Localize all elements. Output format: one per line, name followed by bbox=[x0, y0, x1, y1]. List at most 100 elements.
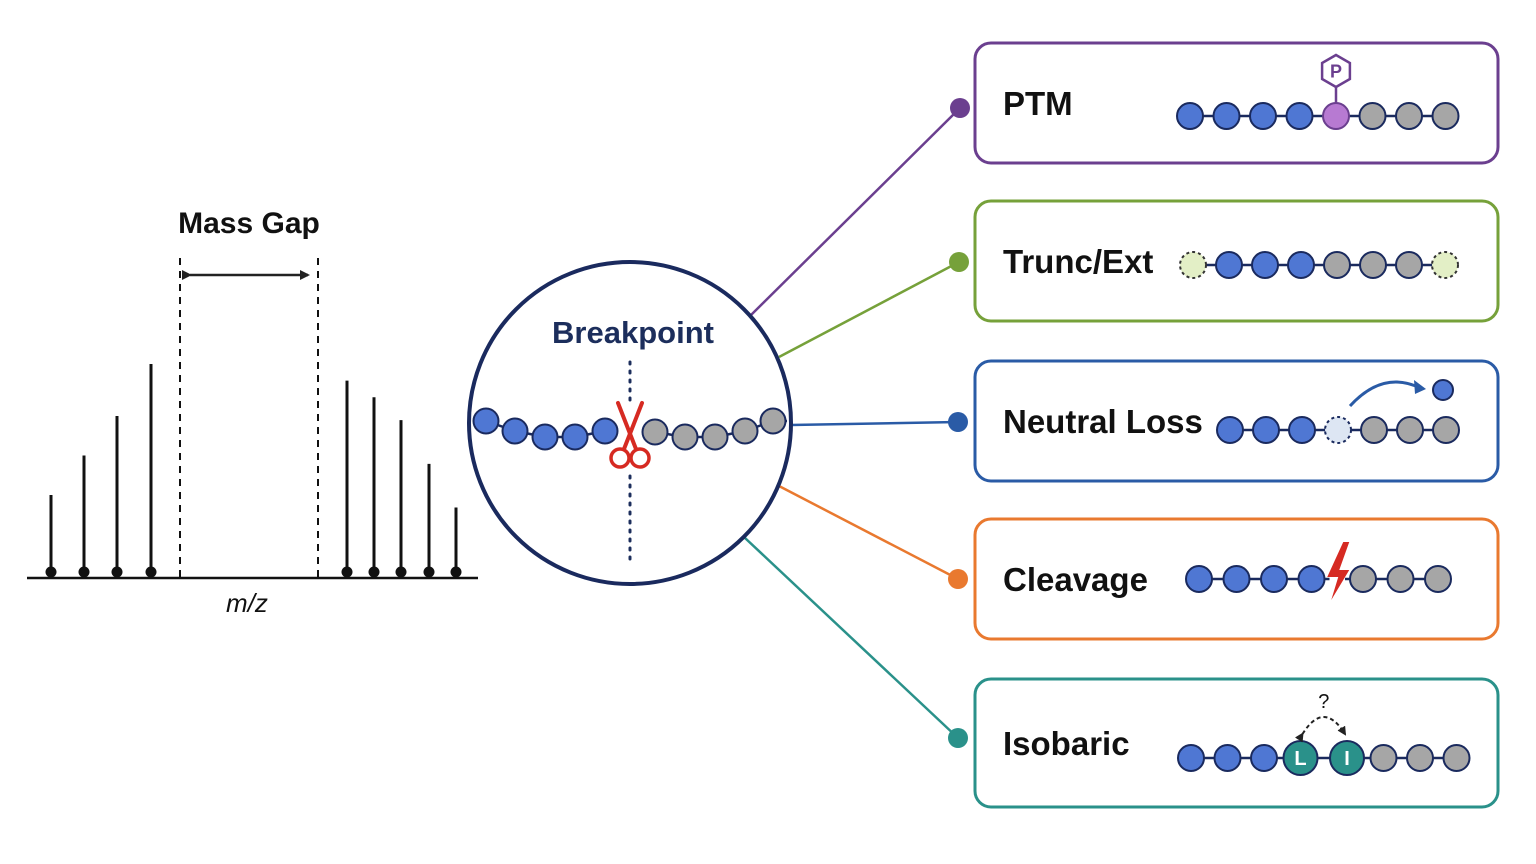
bead-ptm bbox=[1322, 102, 1350, 130]
spectrum-peak-left-1 bbox=[45, 495, 57, 578]
bead-blue bbox=[591, 417, 619, 445]
bead-grey bbox=[1431, 102, 1460, 130]
bead-grey bbox=[701, 423, 729, 451]
bead-label: L bbox=[1294, 748, 1306, 770]
spectrum-peak-left-3 bbox=[111, 416, 123, 578]
panel-label: Neutral Loss bbox=[1003, 403, 1203, 440]
panel-label: Trunc/Ext bbox=[1003, 243, 1153, 280]
connector-line bbox=[778, 260, 960, 359]
bead-grey bbox=[1432, 416, 1460, 444]
swap-question-label: ? bbox=[1318, 691, 1329, 713]
bead-grey bbox=[1358, 102, 1387, 130]
curved-arrow-icon bbox=[1348, 379, 1454, 408]
bead-grey bbox=[1424, 565, 1452, 593]
ejected-bead bbox=[1432, 379, 1454, 401]
peak-base-dot bbox=[45, 566, 57, 578]
bead-grey bbox=[1359, 251, 1387, 279]
bead-blue bbox=[1176, 102, 1204, 130]
spectrum-peak-right-5 bbox=[450, 507, 462, 578]
bead-grey bbox=[1406, 744, 1434, 772]
panel-peptide-chain bbox=[1185, 565, 1452, 593]
connector-cleavage bbox=[778, 484, 968, 589]
connector-line bbox=[790, 420, 959, 427]
bead-blue bbox=[1222, 565, 1251, 593]
peak-base-dot bbox=[111, 566, 123, 578]
connector-line bbox=[744, 537, 959, 739]
breakpoint-label: Breakpoint bbox=[552, 315, 714, 350]
bead-grey bbox=[1395, 102, 1423, 130]
bead-blue bbox=[1216, 416, 1244, 444]
bead-grey bbox=[671, 423, 699, 451]
panel-box bbox=[973, 677, 1500, 809]
bead-blue bbox=[1185, 565, 1213, 593]
bead-grey bbox=[1360, 416, 1388, 444]
bead-grey bbox=[1395, 251, 1423, 279]
bead-grey bbox=[1386, 565, 1415, 593]
connector-isobaric bbox=[744, 537, 968, 748]
hexagon-icon: P bbox=[1320, 53, 1352, 103]
panel-box bbox=[973, 41, 1500, 165]
bead-grey bbox=[1396, 416, 1424, 444]
bead-blue bbox=[1252, 416, 1280, 444]
mass-gap-label: Mass Gap bbox=[178, 207, 320, 240]
bead-blue bbox=[1250, 744, 1278, 772]
panel-trunc: Trunc/Ext bbox=[973, 199, 1500, 323]
bead-blue bbox=[472, 407, 500, 435]
connector-line bbox=[778, 484, 959, 581]
peak-base-dot bbox=[341, 566, 353, 578]
connector-neutral bbox=[790, 412, 968, 432]
bead-grey bbox=[759, 407, 787, 435]
bead-trunc bbox=[1179, 251, 1207, 279]
mass-spectrum: Mass Gap m/z bbox=[27, 207, 478, 618]
panel-peptide-chain bbox=[1216, 416, 1460, 444]
bead-trunc bbox=[1431, 251, 1459, 279]
connector-ptm bbox=[749, 98, 970, 317]
spectrum-peak-right-2 bbox=[368, 397, 380, 578]
spectrum-peaks bbox=[45, 364, 462, 578]
bead-blue bbox=[1212, 102, 1241, 130]
bead-blue bbox=[1251, 251, 1279, 279]
spectrum-peak-left-2 bbox=[78, 455, 90, 578]
ejection-arrowhead bbox=[1414, 380, 1426, 394]
bead-blue bbox=[1285, 102, 1314, 130]
ejection-arrow bbox=[1348, 380, 1421, 408]
peak-base-dot bbox=[78, 566, 90, 578]
bead-grey bbox=[1323, 251, 1351, 279]
peak-base-dot bbox=[145, 566, 157, 578]
bead-blue bbox=[1297, 565, 1326, 593]
scissors-icon bbox=[609, 401, 651, 469]
bead-blue bbox=[1249, 102, 1277, 130]
panel-cleavage: Cleavage bbox=[973, 517, 1500, 641]
panel-label: Isobaric bbox=[1003, 725, 1130, 762]
panel-peptide-chain bbox=[1179, 251, 1459, 279]
breakpoint-peptide-chain bbox=[472, 407, 787, 451]
bead-label: I bbox=[1344, 748, 1350, 770]
breakpoint-circle: Breakpoint bbox=[467, 260, 793, 586]
bead-blue bbox=[1215, 251, 1243, 279]
bead-blue bbox=[531, 423, 559, 451]
bead-blue bbox=[561, 423, 589, 451]
bolt-shape bbox=[1327, 542, 1350, 600]
bead-grey bbox=[1442, 744, 1471, 772]
bead-grey bbox=[641, 418, 669, 446]
connector-dot bbox=[950, 98, 970, 118]
connector-dot bbox=[948, 412, 968, 432]
connector-line bbox=[749, 107, 961, 317]
bead-blue bbox=[1177, 744, 1205, 772]
bead-neutral bbox=[1324, 416, 1352, 444]
swap-arrow bbox=[1294, 716, 1347, 743]
connector-lines bbox=[744, 98, 970, 748]
breakpoint-circle-outline bbox=[467, 260, 793, 586]
panel-ptm: PTM P bbox=[973, 41, 1500, 165]
peak-base-dot bbox=[450, 566, 462, 578]
panel-peptide-chain bbox=[1176, 102, 1460, 130]
bead-blue bbox=[1260, 565, 1288, 593]
peak-base-dot bbox=[395, 566, 407, 578]
panel-label: PTM bbox=[1003, 85, 1073, 122]
panel-label: Cleavage bbox=[1003, 561, 1148, 598]
spectrum-peak-right-4 bbox=[423, 463, 435, 578]
spectrum-peak-right-1 bbox=[341, 380, 353, 578]
